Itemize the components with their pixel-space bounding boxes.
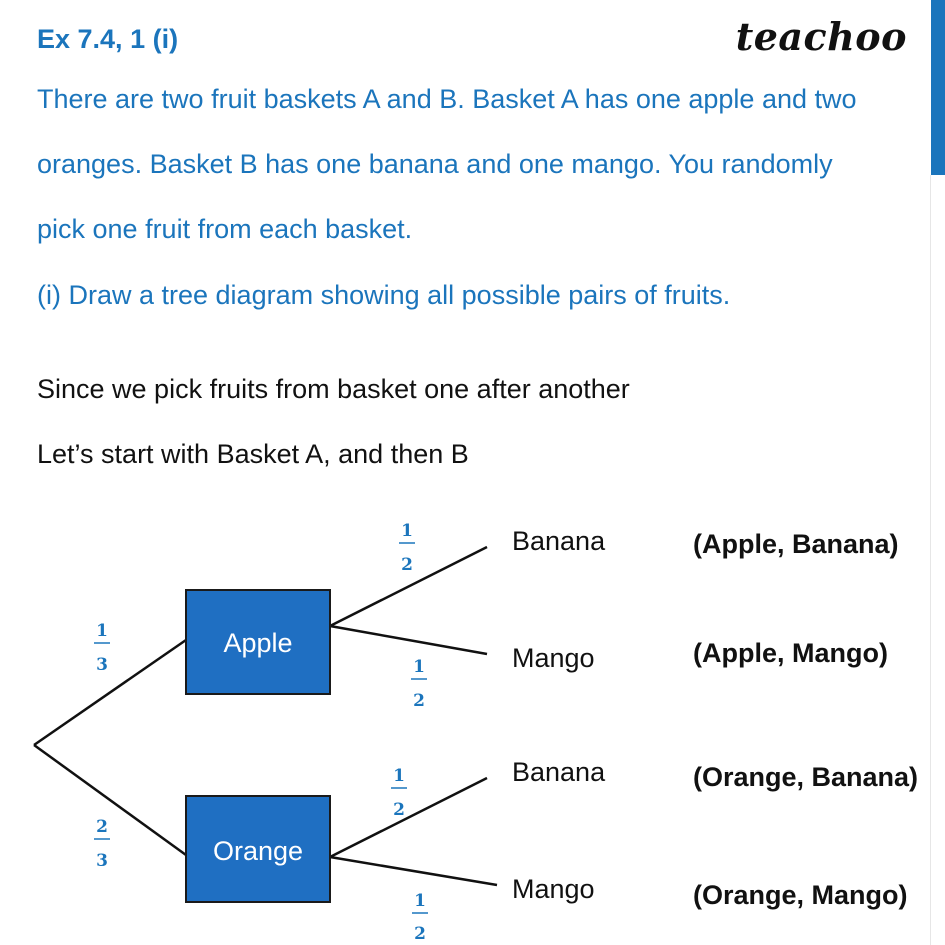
prob-apple-banana: 1 2 — [399, 521, 415, 575]
prob-apple-mango: 1 2 — [411, 657, 427, 711]
leaf-mango-2: Mango — [512, 874, 595, 904]
prob-orange-banana-numerator: 1 — [393, 766, 405, 786]
prob-orange-denominator: 3 — [96, 851, 108, 871]
branch-root-apple — [33, 638, 187, 747]
side-accent-bar — [931, 0, 945, 175]
prob-apple-banana-numerator: 1 — [401, 521, 413, 541]
prob-orange: 2 3 — [94, 817, 110, 871]
prob-apple-banana-denominator: 2 — [401, 555, 413, 575]
apple-box-label: Apple — [223, 628, 292, 658]
outcome-apple-banana: (Apple, Banana) — [693, 529, 899, 559]
leaf-mango-1: Mango — [512, 643, 595, 673]
outcome-orange-mango: (Orange, Mango) — [693, 880, 908, 910]
apple-box — [185, 589, 331, 695]
question-line-1: There are two fruit baskets A and B. Bas… — [37, 84, 857, 114]
prob-orange-mango: 1 2 — [412, 891, 428, 944]
prob-orange-numerator: 2 — [96, 817, 108, 837]
question-line-4: (i) Draw a tree diagram showing all poss… — [37, 280, 731, 310]
prob-orange-mango-numerator: 1 — [414, 891, 426, 911]
prob-orange-banana: 1 2 — [391, 766, 407, 820]
prob-apple-mango-numerator: 1 — [413, 657, 425, 677]
leaf-banana-1: Banana — [512, 526, 606, 556]
teachoo-logo: teachoo — [735, 14, 907, 59]
branch-apple-mango — [329, 624, 488, 656]
side-scroll-track — [930, 175, 945, 945]
branch-apple-banana — [329, 545, 488, 628]
prob-orange-mango-denominator: 2 — [414, 924, 426, 944]
prob-apple-denominator: 3 — [96, 655, 108, 675]
prob-apple: 1 3 — [94, 621, 110, 675]
orange-box-label: Orange — [213, 836, 303, 866]
leaf-banana-2: Banana — [512, 757, 606, 787]
question-line-2: oranges. Basket B has one banana and one… — [37, 149, 833, 179]
prob-orange-banana-denominator: 2 — [393, 800, 405, 820]
orange-box — [185, 795, 331, 903]
prob-apple-mango-denominator: 2 — [413, 691, 425, 711]
explanation-line-1: Since we pick fruits from basket one aft… — [37, 374, 630, 404]
question-line-3: pick one fruit from each basket. — [37, 214, 413, 244]
prob-apple-numerator: 1 — [96, 621, 108, 641]
outcome-orange-banana: (Orange, Banana) — [693, 762, 919, 792]
branch-orange-mango — [329, 855, 498, 887]
outcome-apple-mango: (Apple, Mango) — [693, 638, 888, 668]
explanation-line-2: Let’s start with Basket A, and then B — [37, 439, 469, 469]
exercise-title: Ex 7.4, 1 (i) — [37, 24, 179, 54]
branch-root-orange — [33, 743, 187, 857]
branch-orange-banana — [329, 776, 488, 859]
